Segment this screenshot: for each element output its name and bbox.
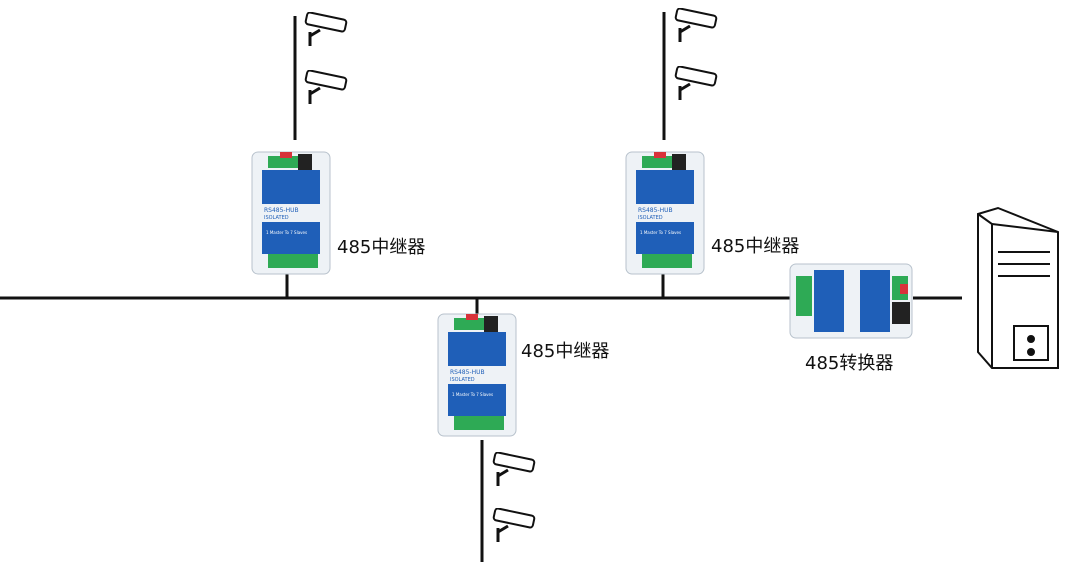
security-camera-icon xyxy=(492,452,536,486)
security-camera-icon xyxy=(492,508,536,542)
repeater-left-label: 485中继器 xyxy=(337,237,426,258)
repeater-module-bottom: RS485-HUB ISOLATED 1 Master To 7 Slaves xyxy=(437,313,517,437)
security-camera-icon xyxy=(674,66,718,100)
repeater-bottom-label: 485中继器 xyxy=(521,341,610,362)
module-isolated-text: ISOLATED xyxy=(264,215,289,221)
module-note-text: 1 Master To 7 Slaves xyxy=(266,230,307,235)
module-model-text: RS485-HUB xyxy=(638,207,673,214)
security-camera-icon xyxy=(304,12,348,46)
converter-label: 485转换器 xyxy=(805,353,894,374)
repeater-center-label: 485中继器 xyxy=(711,236,800,257)
security-camera-icon xyxy=(674,8,718,42)
module-isolated-text: ISOLATED xyxy=(638,215,663,221)
module-model-text: RS485-HUB xyxy=(450,369,485,376)
module-note-text: 1 Master To 7 Slaves xyxy=(452,392,493,397)
converter-module xyxy=(789,263,913,339)
module-isolated-text: ISOLATED xyxy=(450,377,475,383)
module-model-text: RS485-HUB xyxy=(264,207,299,214)
repeater-module-left: RS485-HUB ISOLATED 1 Master To 7 Slaves xyxy=(251,151,331,275)
module-note-text: 1 Master To 7 Slaves xyxy=(640,230,681,235)
repeater-module-center: RS485-HUB ISOLATED 1 Master To 7 Slaves xyxy=(625,151,705,275)
pc-tower-icon xyxy=(977,206,1059,369)
security-camera-icon xyxy=(304,70,348,104)
